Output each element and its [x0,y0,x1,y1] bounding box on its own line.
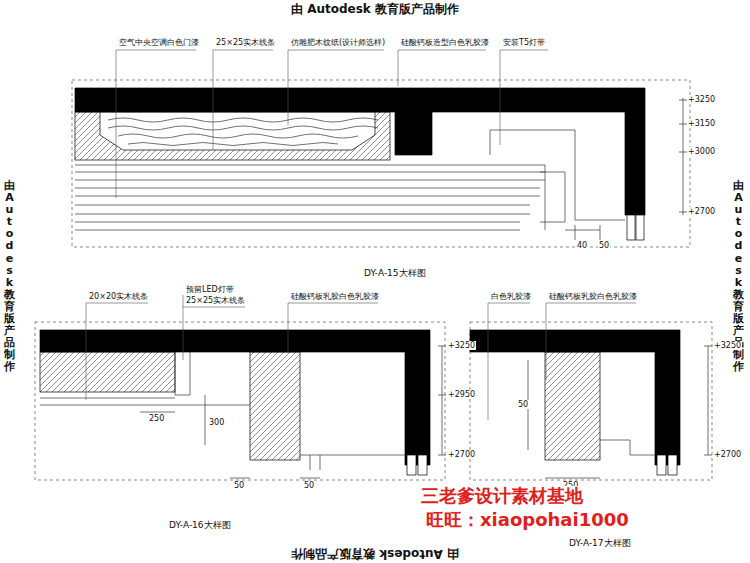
elevation-mark: +3250 [687,95,716,104]
dimension: 40 [576,241,588,250]
watermark-text: 三老爹设计素材基地 [420,486,584,507]
elevation-mark: +3150 [687,119,716,128]
elevation-mark: +2950 [447,390,476,399]
detail-caption: DY-A-15大样图 [363,268,427,278]
dimension: 50 [598,241,610,250]
elevation-mark: +3250 [447,341,476,350]
dimension: 50 [303,481,315,490]
elevation-mark: +2700 [713,450,742,459]
detail-caption: DY-A-17大样图 [568,538,632,548]
callout-note: 空气中央空调白色门漆 [118,38,200,47]
watermark-side: 由 Autodesk 教育版产品制作 [4,180,15,374]
detail-15 [72,50,690,247]
watermark-header: 由 Autodesk 教育版产品制作 [290,3,460,17]
detail-17 [470,303,712,480]
dimension: 50 [233,481,245,490]
detail-16 [35,295,446,480]
watermark-footer: 由 Autodesk 教育版产品制作 [290,546,460,560]
watermark-text: 旺旺：xiaopohai1000 [425,510,630,531]
dimension: 50 [517,400,529,409]
callout-note: 硅酸钙板造型白色乳胶漆 [400,38,490,47]
callout-note: 硅酸钙板乳胶白色乳胶漆 [548,292,638,301]
callout-note: 仿雕肥木纹纸(设计师选样) [290,38,386,47]
dimension: 300 [208,418,225,427]
dimension: 250 [148,414,165,423]
callout-note: 安装T5灯带 [502,38,546,47]
callout-note: 25×25实木线条 [215,38,276,47]
elevation-mark: +2700 [447,450,476,459]
elevation-mark: +3250 [713,341,742,350]
callout-note: 白色乳胶漆 [490,292,532,301]
elevation-mark: +2700 [687,207,716,216]
elevation-mark: +3000 [687,147,716,156]
callout-note: 预留LED灯带 [185,285,235,294]
callout-note: 25×25实木线条 [185,296,246,305]
callout-note: 20×20实木线条 [88,292,149,301]
detail-caption: DY-A-16大样图 [168,520,232,530]
callout-note: 硅酸钙板乳胶白色乳胶漆 [290,292,380,301]
